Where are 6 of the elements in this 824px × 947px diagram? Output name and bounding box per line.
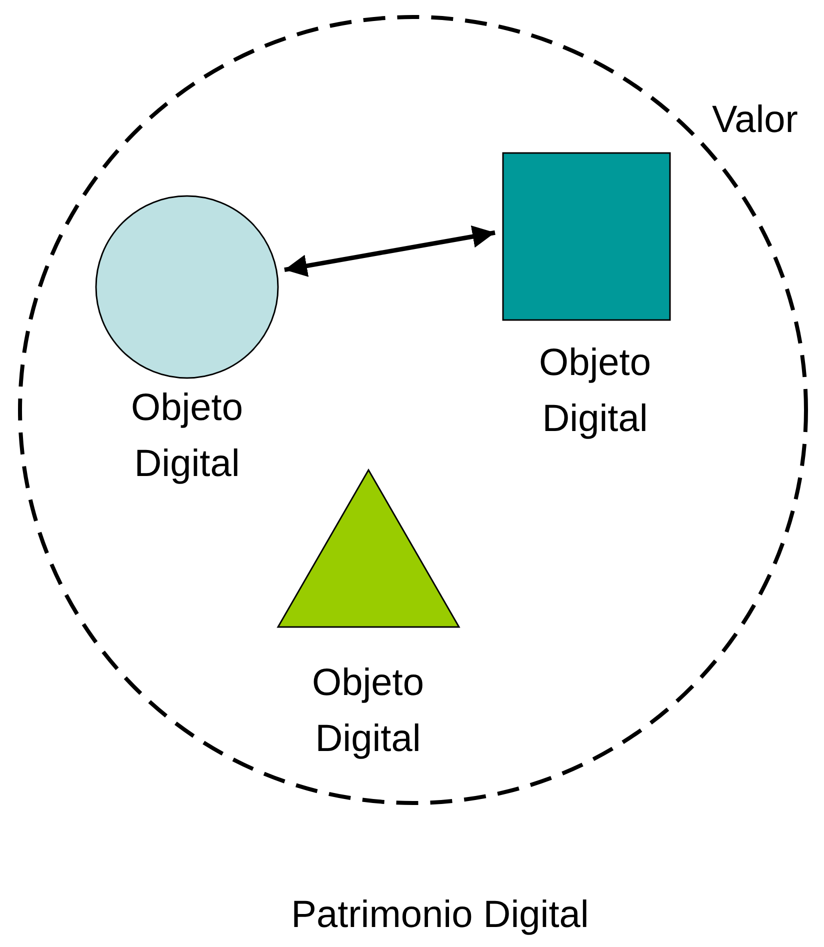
boundary-label: Valor: [711, 98, 799, 143]
caption: Patrimonio Digital: [290, 893, 590, 938]
node-label: Objeto Digital: [538, 341, 652, 442]
node-label: Objeto Digital: [311, 661, 425, 762]
double-arrow: [284, 225, 496, 277]
node-label: Objeto Digital: [130, 386, 244, 487]
